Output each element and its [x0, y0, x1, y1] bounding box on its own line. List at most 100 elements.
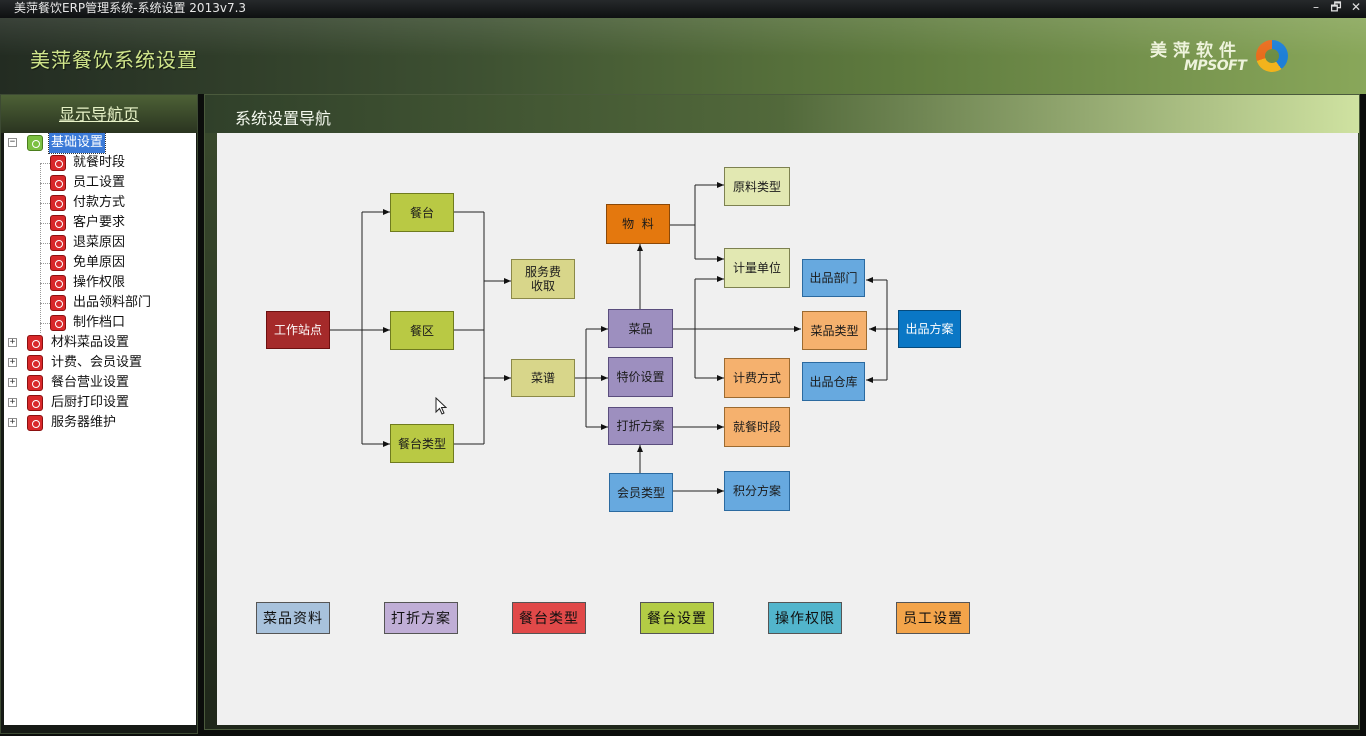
tree-guide-line	[40, 163, 50, 164]
tree-guide-line	[40, 223, 50, 224]
tree-leaf[interactable]: 员工设置	[4, 173, 194, 193]
tree-leaf-label[interactable]: 退菜原因	[73, 235, 126, 250]
flow-node-table-type[interactable]: 餐台类型	[390, 424, 454, 463]
quick-link-dish-info[interactable]: 菜品资料	[256, 602, 330, 634]
tree-leaf[interactable]: 就餐时段	[4, 153, 194, 173]
company-logo: 美萍软件 MPSOFT	[1150, 34, 1290, 94]
window-title: 美萍餐饮ERP管理系统-系统设置 2013v7.3	[14, 1, 247, 15]
tree-node-basic-settings[interactable]: − 基础设置	[4, 132, 194, 154]
nav-panel: 显示导航页 − 基础设置 就餐时段 员工设置 付款方式 客户要求	[0, 94, 198, 734]
expand-icon[interactable]: +	[8, 357, 17, 367]
tree-leaf-label[interactable]: 出品领料部门	[73, 295, 152, 310]
restore-button[interactable]: 🗗	[1330, 0, 1342, 14]
tree-guide-line	[40, 263, 50, 264]
flow-node-workstation[interactable]: 工作站点	[266, 311, 330, 349]
flow-node-output-warehouse[interactable]: 出品仓库	[802, 362, 865, 401]
expand-icon[interactable]: +	[8, 417, 17, 427]
minimize-button[interactable]: –	[1313, 0, 1319, 14]
flow-node-table[interactable]: 餐台	[390, 193, 454, 232]
tree-leaf-label[interactable]: 免单原因	[73, 255, 126, 270]
tree-leaf-label[interactable]: 操作权限	[73, 275, 126, 290]
tree-leaf[interactable]: 付款方式	[4, 193, 194, 213]
expand-icon[interactable]: +	[8, 337, 17, 347]
flow-node-material-type[interactable]: 原料类型	[724, 167, 790, 206]
quick-link-permissions[interactable]: 操作权限	[768, 602, 842, 634]
logo-mark-icon	[1256, 40, 1288, 72]
close-button[interactable]: ✕	[1350, 0, 1362, 14]
main-panel-title: 系统设置导航	[235, 109, 332, 128]
setting-item-icon	[50, 195, 66, 211]
setting-item-icon	[50, 275, 66, 291]
tree-leaf[interactable]: 客户要求	[4, 213, 194, 233]
tree-leaf[interactable]: 操作权限	[4, 273, 194, 293]
flow-node-area[interactable]: 餐区	[390, 311, 454, 350]
tree-node-label[interactable]: 后厨打印设置	[51, 395, 130, 410]
quick-link-table-settings[interactable]: 餐台设置	[640, 602, 714, 634]
flow-node-output-dept[interactable]: 出品部门	[802, 259, 865, 297]
setting-item-icon	[50, 215, 66, 231]
nav-tree: − 基础设置 就餐时段 员工设置 付款方式 客户要求 退菜原因	[4, 132, 196, 725]
flow-node-menu[interactable]: 菜谱	[511, 359, 575, 397]
collapse-icon[interactable]: −	[8, 137, 17, 147]
tree-node-label[interactable]: 计费、会员设置	[51, 355, 143, 370]
tree-leaf-label[interactable]: 员工设置	[73, 175, 126, 190]
settings-flow-canvas: 工作站点 餐台 餐区 餐台类型 服务费收取 菜谱 物 料 菜品 特价设置 打折方…	[217, 133, 1358, 725]
flow-node-special-price[interactable]: 特价设置	[608, 357, 673, 397]
nav-panel-title[interactable]: 显示导航页	[1, 95, 197, 133]
flow-node-unit[interactable]: 计量单位	[724, 248, 790, 288]
tree-node-materials-dishes[interactable]: + 材料菜品设置	[4, 333, 194, 353]
setting-item-icon	[50, 255, 66, 271]
quick-link-staff-settings[interactable]: 员工设置	[896, 602, 970, 634]
tree-node-server-maintenance[interactable]: + 服务器维护	[4, 413, 194, 433]
flow-node-dish-type[interactable]: 菜品类型	[802, 311, 867, 350]
logo-text-en: MPSOFT	[1184, 58, 1247, 74]
tree-leaf-label[interactable]: 就餐时段	[73, 155, 126, 170]
setting-item-icon	[50, 155, 66, 171]
tree-leaf[interactable]: 制作档口	[4, 313, 194, 333]
tree-leaf-label[interactable]: 制作档口	[73, 315, 126, 330]
settings-folder-icon	[27, 335, 43, 351]
main-panel: 系统设置导航	[204, 94, 1360, 730]
flow-node-billing-method[interactable]: 计费方式	[724, 358, 790, 398]
app-header: 美萍餐饮系统设置 美萍软件 MPSOFT	[0, 18, 1366, 94]
flow-node-dish[interactable]: 菜品	[608, 309, 673, 348]
settings-folder-icon	[27, 395, 43, 411]
tree-node-label[interactable]: 材料菜品设置	[51, 335, 130, 350]
flow-node-discount-plan[interactable]: 打折方案	[608, 407, 673, 445]
flow-node-material[interactable]: 物 料	[606, 204, 670, 244]
tree-guide-line	[40, 323, 50, 324]
flow-connectors	[330, 182, 898, 494]
tree-guide-line	[40, 163, 41, 333]
tree-node-label[interactable]: 餐台营业设置	[51, 375, 130, 390]
tree-leaf-label[interactable]: 付款方式	[73, 195, 126, 210]
settings-folder-icon	[27, 355, 43, 371]
setting-item-icon	[50, 175, 66, 191]
setting-item-icon	[50, 295, 66, 311]
tree-leaf-label[interactable]: 客户要求	[73, 215, 126, 230]
flow-node-member-type[interactable]: 会员类型	[609, 473, 673, 512]
flow-node-meal-period[interactable]: 就餐时段	[724, 407, 790, 447]
tree-node-kitchen-print[interactable]: + 后厨打印设置	[4, 393, 194, 413]
tree-guide-line	[40, 303, 50, 304]
quick-link-discount-plan[interactable]: 打折方案	[384, 602, 458, 634]
tree-leaf[interactable]: 退菜原因	[4, 233, 194, 253]
flow-node-output-plan[interactable]: 出品方案	[898, 310, 961, 348]
quick-link-table-type[interactable]: 餐台类型	[512, 602, 586, 634]
tree-guide-line	[40, 203, 50, 204]
tree-node-label[interactable]: 服务器维护	[51, 415, 117, 430]
tree-leaf[interactable]: 出品领料部门	[4, 293, 194, 313]
tree-node-label[interactable]: 基础设置	[47, 132, 107, 154]
tree-node-billing-member[interactable]: + 计费、会员设置	[4, 353, 194, 373]
tree-leaf[interactable]: 免单原因	[4, 253, 194, 273]
tree-guide-line	[40, 283, 50, 284]
window-controls: – 🗗 ✕	[1306, 0, 1366, 18]
flow-node-points-plan[interactable]: 积分方案	[724, 471, 790, 511]
tree-guide-line	[40, 183, 50, 184]
setting-item-icon	[50, 235, 66, 251]
tree-node-table-business[interactable]: + 餐台营业设置	[4, 373, 194, 393]
expand-icon[interactable]: +	[8, 377, 17, 387]
flow-node-service-fee[interactable]: 服务费收取	[511, 259, 575, 299]
main-panel-header	[205, 95, 1359, 133]
settings-folder-icon	[27, 415, 43, 431]
expand-icon[interactable]: +	[8, 397, 17, 407]
